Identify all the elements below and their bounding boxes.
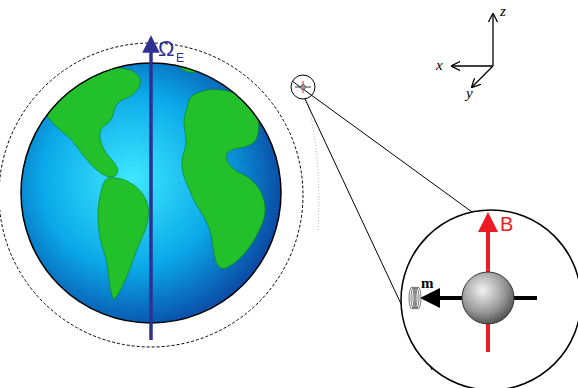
coil bbox=[409, 287, 421, 309]
zoom-line bbox=[292, 81, 472, 212]
field-label: B bbox=[500, 214, 513, 234]
orbit bbox=[0, 43, 303, 347]
moment-arrow bbox=[430, 296, 462, 300]
satellite-body bbox=[462, 272, 514, 324]
mini-satellite bbox=[295, 81, 311, 93]
rotation-axis bbox=[149, 44, 153, 340]
omega-symbol: Ω bbox=[158, 38, 174, 60]
moment-label: m bbox=[421, 276, 434, 291]
axis-label: z bbox=[500, 4, 506, 19]
axis-label: y bbox=[466, 86, 473, 101]
omega-subscript: E bbox=[176, 52, 184, 64]
zoom-circle bbox=[401, 210, 578, 388]
axes bbox=[452, 14, 493, 87]
boom bbox=[512, 296, 537, 300]
orbit-trace bbox=[307, 98, 319, 232]
axis-label: x bbox=[436, 58, 443, 73]
